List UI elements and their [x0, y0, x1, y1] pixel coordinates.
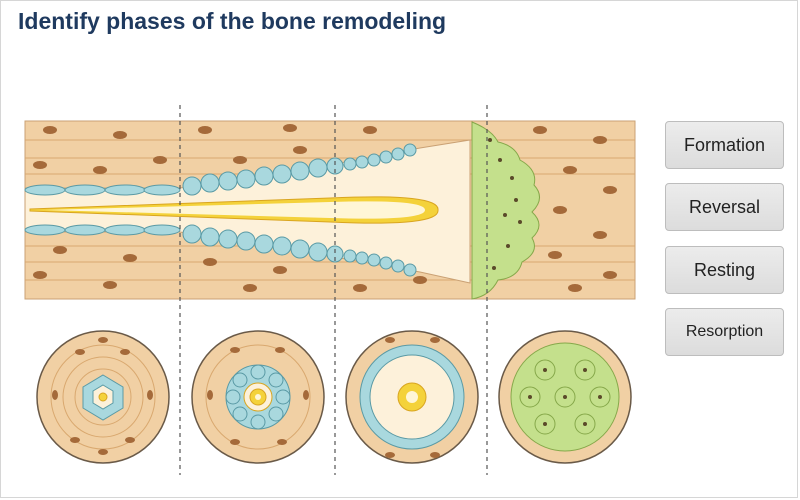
resorption-button[interactable]: Resorption: [665, 308, 784, 356]
osteoblasts-bottom: [182, 224, 417, 277]
osteoblasts-top: [182, 143, 417, 196]
formation-button[interactable]: Formation: [665, 121, 784, 169]
page-title: Identify phases of the bone remodeling: [18, 8, 447, 34]
cross-section-1: [36, 330, 170, 464]
cross-section-4: [498, 330, 632, 464]
osteoclasts: [471, 121, 540, 300]
reversal-button[interactable]: Reversal: [665, 183, 784, 231]
cross-section-3: [345, 330, 479, 464]
longitudinal-section: [24, 120, 636, 300]
lining-cells: [24, 184, 181, 236]
osteocytes: [33, 124, 617, 292]
osteoclast-nuclei: [488, 138, 522, 270]
phase-dividers: [179, 105, 488, 475]
resting-button[interactable]: Resting: [665, 246, 784, 294]
cross-section-2: [191, 330, 325, 464]
